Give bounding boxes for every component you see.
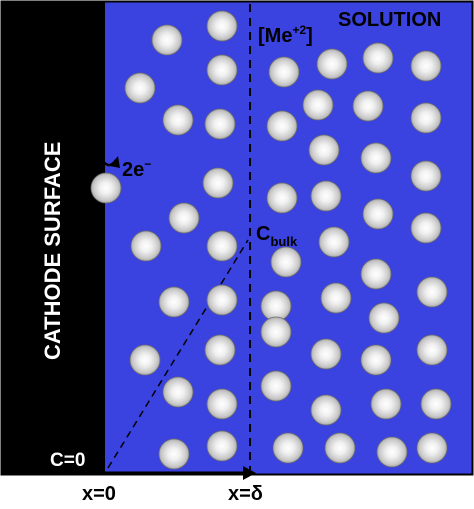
ion-particle [204, 334, 236, 366]
ion-particle [206, 430, 238, 462]
ion-particle [410, 50, 442, 82]
ion-particle [151, 24, 183, 56]
ion-particle [310, 180, 342, 212]
ion-particle [129, 344, 161, 376]
ion-particle [420, 388, 452, 420]
ion-particle [308, 134, 340, 166]
ion-particle [272, 432, 304, 464]
ion-particle [362, 198, 394, 230]
solution-label: SOLUTION [338, 9, 441, 31]
c-zero-label: C=0 [50, 450, 85, 471]
ion-particle [352, 90, 384, 122]
ion-particle [168, 202, 200, 234]
ion-particle [320, 282, 352, 314]
ion-particle [206, 284, 238, 316]
ion-particle [416, 276, 448, 308]
ion-label: [Me+2] [258, 23, 313, 47]
ion-particle [270, 246, 302, 278]
ion-particle [318, 226, 350, 258]
ion-particle [206, 230, 238, 262]
cathode-surface-label: CATHODE SURFACE [40, 142, 65, 360]
ion-particle [202, 167, 234, 199]
ion-particle [158, 438, 190, 470]
ion-particle [316, 48, 348, 80]
ion-particle [310, 338, 342, 370]
ion-particle [260, 370, 292, 402]
ion-particle [266, 110, 298, 142]
ion-particle [324, 432, 356, 464]
ion-particle [416, 334, 448, 366]
ion-particle [360, 344, 392, 376]
ion-particle [302, 89, 334, 121]
ion-particle [204, 108, 236, 140]
ion-particle [416, 432, 448, 464]
ion-particle [130, 230, 162, 262]
x-zero-label: x=0 [82, 483, 116, 505]
ion-particle [362, 42, 394, 74]
ion-particle [260, 316, 292, 348]
x-axis-arrowhead [243, 466, 256, 480]
ion-particle [360, 142, 392, 174]
ion-particle [266, 182, 298, 214]
metal-ion-particles [90, 10, 452, 470]
ion-particle [90, 172, 122, 204]
ion-particle [368, 302, 400, 334]
ion-particle [410, 212, 442, 244]
electrons-label: 2e− [122, 157, 151, 181]
ion-particle [124, 72, 156, 104]
ion-particle [410, 160, 442, 192]
concentration-gradient-line [107, 239, 249, 469]
ion-particle [268, 56, 300, 88]
ion-particle [206, 54, 238, 86]
ion-particle [310, 394, 342, 426]
ion-particle [410, 102, 442, 134]
c-bulk-label: Cbulk [256, 223, 298, 249]
ion-particle [206, 10, 238, 42]
ion-particle [206, 388, 238, 420]
x-delta-label: x=δ [228, 483, 263, 505]
ion-particle [376, 436, 408, 468]
electron-arrowhead [110, 156, 120, 168]
cathode-region [2, 2, 105, 474]
ion-particle [162, 376, 194, 408]
ion-particle [162, 104, 194, 136]
ion-particle [360, 258, 392, 290]
ion-particle [370, 388, 402, 420]
ion-particle [260, 290, 292, 322]
ion-particle [158, 286, 190, 318]
